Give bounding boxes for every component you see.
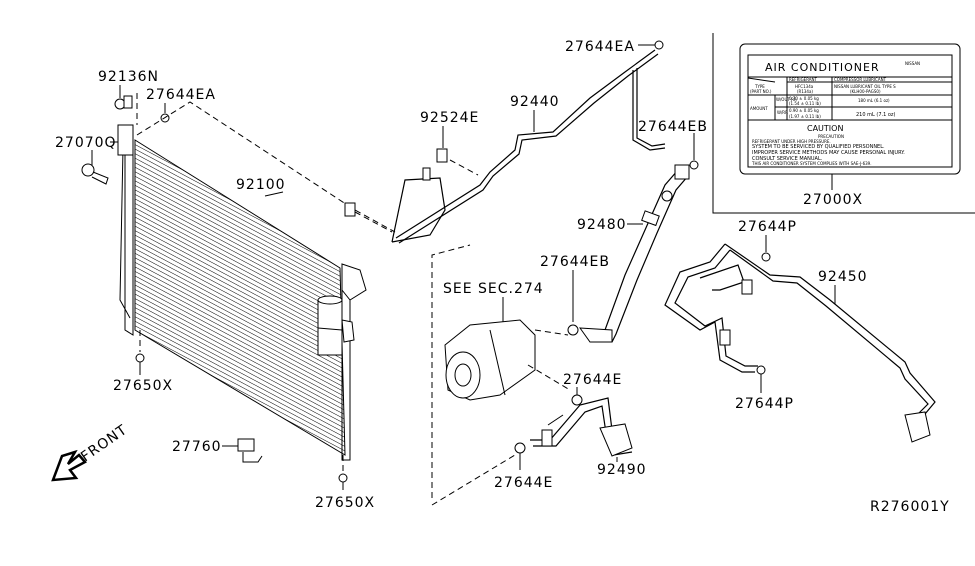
seal-27644EA-top: 27644EA	[565, 39, 664, 55]
front-direction: FRONT	[51, 422, 131, 482]
part-label-27644P-top[interactable]: 27644P	[738, 219, 797, 235]
clip-92524E: 92524E	[344, 110, 479, 233]
condenser-core	[134, 139, 346, 456]
pipe-92440: 92440	[391, 49, 666, 244]
part-label-27644P-bottom[interactable]: 27644P	[735, 396, 794, 412]
label-card-outline	[739, 43, 961, 175]
seal-27644EB-mid: 27644EB	[540, 254, 610, 336]
part-label-27650X-top[interactable]: 27650X	[113, 378, 173, 394]
caution-title: CAUTION	[807, 124, 843, 133]
see-section-label[interactable]: SEE SEC.274	[443, 281, 544, 297]
sub-wout-rr: W/OUT RR	[776, 97, 797, 102]
compressor: SEE SEC.274	[431, 244, 571, 506]
condenser-bracket-right	[341, 263, 367, 301]
seal-27644P-bottom: 27644P	[735, 365, 794, 412]
seal-27644E-bottom: 27644E	[494, 442, 553, 491]
caution-line: SYSTEM TO BE SERVICED BY QUALIFIED PERSO…	[752, 144, 885, 150]
label-title: AIR CONDITIONER	[765, 61, 880, 74]
seal-27644P-top: 27644P	[738, 219, 797, 262]
pipe-92450: 92450	[664, 243, 936, 443]
col-lubricant: COMPRESSOR LUBRICANT	[834, 77, 887, 82]
label-brand: NISSAN	[905, 61, 920, 66]
condenser-92100	[117, 124, 367, 461]
seal-27644EA-left: 27644EA	[136, 87, 396, 233]
part-label-27000X[interactable]: 27000X	[803, 192, 863, 208]
part-label-92440[interactable]: 92440	[510, 94, 560, 110]
refrigerant-type: HFC134a	[795, 84, 814, 89]
part-label-27644EA-left[interactable]: 27644EA	[146, 87, 216, 103]
bolt-27070Q: 27070Q	[55, 135, 118, 185]
col-refrigerant: REFRIGERANT	[789, 77, 818, 82]
amount-wrr-ref-1: 0.90 ± 0.05 kg	[789, 108, 819, 113]
sub-wrr: W/RR	[777, 110, 788, 115]
part-label-92524E[interactable]: 92524E	[420, 110, 479, 126]
amount-wrr-lub: 210 mL (7.1 oz)	[856, 112, 896, 118]
part-label-92480[interactable]: 92480	[577, 217, 627, 233]
seal-27644EB-top: 27644EB	[638, 119, 708, 170]
part-label-27760[interactable]: 27760	[172, 439, 222, 455]
receiver-drier	[317, 299, 343, 356]
seal-27644E-right: 27644E	[563, 372, 622, 406]
part-label-27070Q[interactable]: 27070Q	[55, 135, 117, 151]
table-corner-diagonal	[747, 77, 776, 83]
row-type: TYPE	[754, 84, 765, 89]
part-label-92450[interactable]: 92450	[818, 269, 868, 285]
lubricant-type-sub: (KLH00-PAGS0)	[850, 89, 881, 94]
label-inset: AIR CONDITIONER NISSAN REFRIGERANT COMPR…	[712, 33, 975, 214]
part-label-27650X-bottom[interactable]: 27650X	[315, 495, 375, 511]
lubricant-type: NISSAN LUBRICANT OIL TYPE S	[834, 84, 896, 89]
amount-wout-lub: 180 mL (6.1 oz)	[858, 98, 890, 103]
hose-92480: 92480	[577, 164, 690, 343]
nut-27650X-bottom: 27650X	[315, 455, 375, 511]
condenser-left-tank	[124, 127, 134, 336]
condenser-bracket	[117, 124, 134, 156]
row-type-sub: (PART NO.)	[750, 89, 772, 94]
pipe-92490: 92490	[530, 397, 647, 478]
caution-line: REFRIGERANT UNDER HIGH PRESSURE.	[752, 139, 831, 144]
part-label-92100[interactable]: 92100	[236, 177, 286, 193]
part-label-92490[interactable]: 92490	[597, 462, 647, 478]
part-label-27644EA-top[interactable]: 27644EA	[565, 39, 635, 55]
amount-wrr-ref-2: (1.97 ± 0.11 lb)	[789, 114, 821, 119]
part-label-27644EB-top[interactable]: 27644EB	[638, 119, 708, 135]
inset-frame	[712, 33, 975, 214]
front-label: FRONT	[78, 422, 130, 465]
part-label-92136N[interactable]: 92136N	[98, 69, 159, 85]
part-label-27644EB-mid[interactable]: 27644EB	[540, 254, 610, 270]
sensor-27760: 27760	[172, 438, 263, 463]
caution-line: THIS AIR CONDITIONER SYSTEM COMPLIES WIT…	[751, 161, 872, 166]
bolt-92136N: 92136N	[98, 69, 159, 125]
amount-wout-ref-2: (1.54 ± 0.11 lb)	[789, 101, 821, 106]
reference-code: R276001Y	[870, 499, 950, 515]
front-arrow-icon	[51, 449, 87, 482]
part-label-27644E-right[interactable]: 27644E	[563, 372, 622, 388]
refrigerant-type-sub: (R134a)	[797, 89, 813, 94]
caution-line: IMPROPER SERVICE METHODS MAY CAUSE PERSO…	[752, 150, 905, 156]
nut-27650X-top: 27650X	[113, 330, 173, 394]
precaution: PRECAUTION	[818, 134, 844, 139]
part-label-27644E-bottom[interactable]: 27644E	[494, 475, 553, 491]
row-amount: AMOUNT	[750, 106, 768, 111]
caution-line: CONSULT SERVICE MANUAL.	[752, 156, 823, 162]
amount-wout-ref-1: 0.70 ± 0.05 kg	[789, 96, 819, 101]
label-card-inner	[747, 54, 953, 168]
